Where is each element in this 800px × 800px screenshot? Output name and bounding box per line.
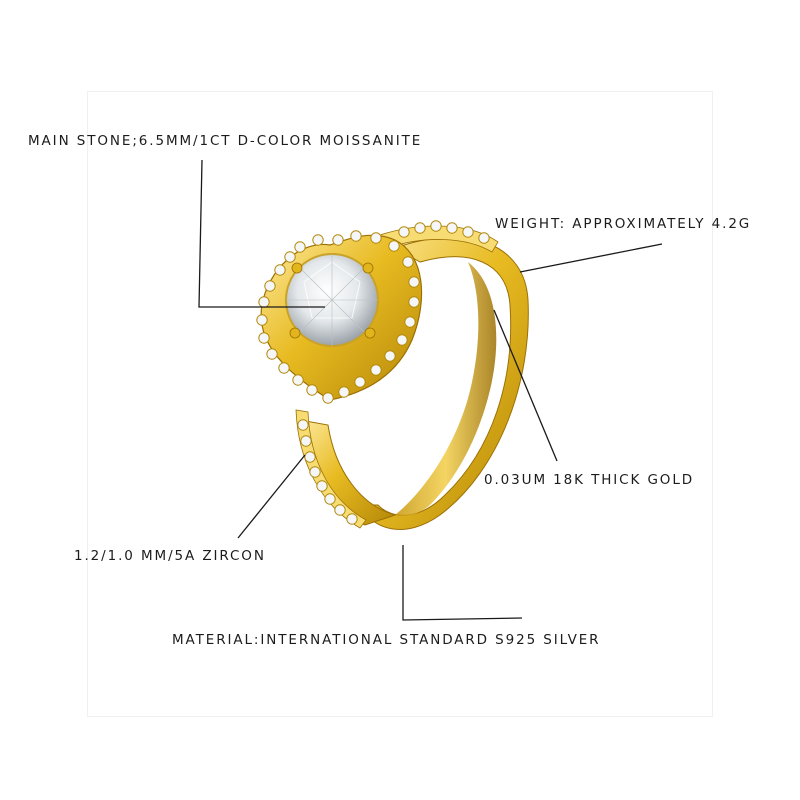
zircon-label: 1.2/1.0 MM/5A ZIRCON xyxy=(74,548,266,564)
pave-stone xyxy=(258,296,270,308)
pave-stone xyxy=(332,234,344,246)
pave-stone xyxy=(354,376,366,388)
pave-stone xyxy=(284,251,296,263)
pave-stone xyxy=(350,230,362,242)
pave-stone xyxy=(346,513,358,525)
leader-weight xyxy=(519,243,663,273)
pave-stone xyxy=(384,350,396,362)
pave-stone xyxy=(398,226,410,238)
pave-stone xyxy=(396,334,408,346)
pave-stone xyxy=(324,493,336,505)
pave-stone xyxy=(408,276,420,288)
pave-stones xyxy=(256,220,490,525)
pave-stone xyxy=(316,480,328,492)
pave-stone xyxy=(404,316,416,328)
prong xyxy=(291,262,303,274)
pave-stone xyxy=(292,374,304,386)
leader-gold xyxy=(493,309,558,462)
pave-stone xyxy=(278,362,290,374)
pave-stone xyxy=(294,241,306,253)
pave-stone xyxy=(309,466,321,478)
pave-stone xyxy=(408,296,420,308)
prong xyxy=(362,262,374,274)
pave-stone xyxy=(297,419,309,431)
prong xyxy=(364,327,376,339)
pave-stone xyxy=(338,386,350,398)
pave-stone xyxy=(258,332,270,344)
weight-label: WEIGHT: APPROXIMATELY 4.2G xyxy=(495,216,752,232)
pave-stone xyxy=(306,384,318,396)
pave-stone xyxy=(322,392,334,404)
pave-stone xyxy=(462,226,474,238)
product-frame xyxy=(87,91,713,717)
pave-stone xyxy=(334,504,346,516)
leader-material xyxy=(402,545,523,621)
main-stone xyxy=(285,253,379,347)
pave-stone xyxy=(370,232,382,244)
pave-stone xyxy=(430,220,442,232)
pave-stone xyxy=(256,314,268,326)
pave-stone xyxy=(312,234,324,246)
pave-stone xyxy=(274,264,286,276)
pave-stone xyxy=(304,451,316,463)
pave-stone xyxy=(300,435,312,447)
pave-stone xyxy=(446,222,458,234)
leader-zircon xyxy=(237,454,306,539)
pave-stone xyxy=(266,348,278,360)
pave-stone xyxy=(370,364,382,376)
pave-stone xyxy=(414,222,426,234)
prong xyxy=(289,327,301,339)
pave-stone xyxy=(478,232,490,244)
leader-lines xyxy=(198,159,663,621)
material-label: MATERIAL:INTERNATIONAL STANDARD S925 SIL… xyxy=(172,632,601,648)
pave-stone xyxy=(264,280,276,292)
main-stone-label: MAIN STONE;6.5MM/1CT D-COLOR MOISSANITE xyxy=(28,133,423,149)
leader-main-stone xyxy=(198,159,325,308)
gold-plating-label: 0.03UM 18K THICK GOLD xyxy=(484,472,695,488)
pave-stone xyxy=(402,256,414,268)
pave-stone xyxy=(388,240,400,252)
